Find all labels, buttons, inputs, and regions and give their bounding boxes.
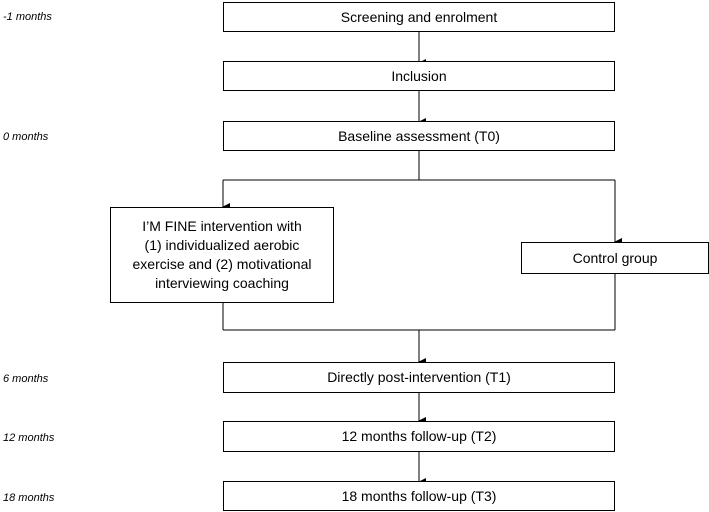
box-baseline-assessment: Baseline assessment (T0) bbox=[223, 121, 615, 151]
box-12-months-followup: 12 months follow-up (T2) bbox=[223, 421, 615, 452]
timeline-label-18-months: 18 months bbox=[3, 492, 55, 504]
timeline-label-minus-1-months: -1 months bbox=[3, 11, 52, 23]
box-control-group: Control group bbox=[521, 242, 709, 274]
box-18-months-followup: 18 months follow-up (T3) bbox=[223, 481, 615, 511]
timeline-label-0-months: 0 months bbox=[3, 131, 49, 143]
box-post-intervention: Directly post-intervention (T1) bbox=[223, 362, 615, 393]
timeline-label-12-months: 12 months bbox=[3, 432, 55, 444]
box-inclusion: Inclusion bbox=[223, 61, 615, 91]
timeline-label-6-months: 6 months bbox=[3, 373, 49, 385]
box-screening-enrolment: Screening and enrolment bbox=[223, 2, 615, 32]
box-intervention: I’M FINE intervention with (1) individua… bbox=[110, 207, 334, 303]
